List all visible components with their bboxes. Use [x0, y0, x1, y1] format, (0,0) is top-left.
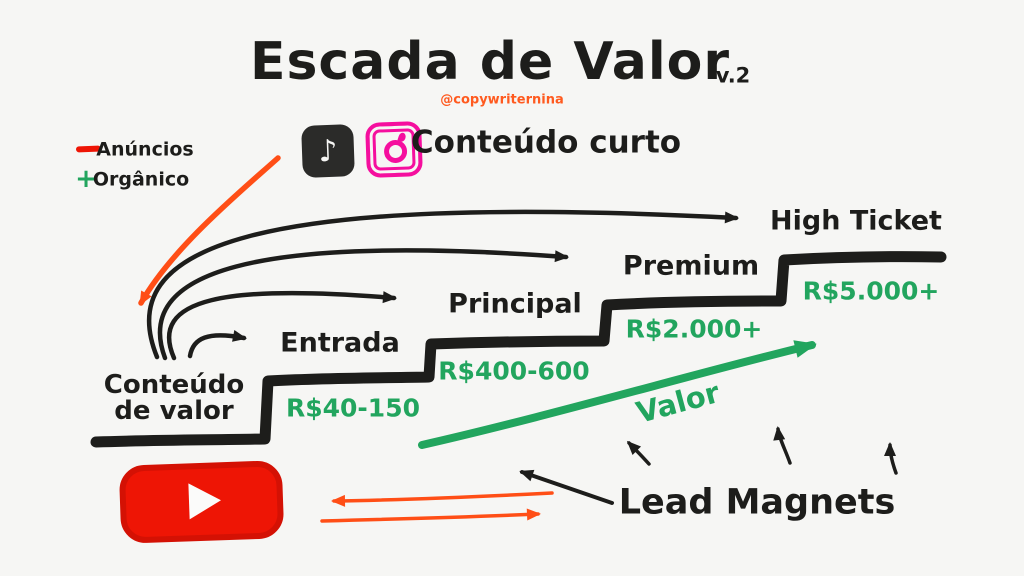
- orange-arrow-right: [320, 508, 541, 523]
- value-arrow: [418, 340, 817, 449]
- step-price-principal: R$400-600: [438, 356, 590, 386]
- step-label-high-ticket: High Ticket: [770, 205, 942, 237]
- step-price-high-ticket: R$5.000+: [802, 276, 940, 306]
- instagram-lens-icon: [383, 139, 408, 164]
- arrow-to-entrada: [187, 330, 247, 359]
- youtube-icon: [119, 460, 284, 543]
- base-step-label-line2: de valor: [114, 396, 234, 426]
- arrow-to-premium: [157, 248, 569, 361]
- base-step-label-line1: Conteúdo: [103, 370, 245, 400]
- ads-arrow: [138, 155, 281, 306]
- organic-plus-icon: +: [75, 164, 97, 194]
- small-up-arrow-1: [626, 440, 651, 466]
- page-title: Escada de Valor: [249, 32, 731, 92]
- arrow-to-high-ticket: [146, 209, 739, 360]
- staircase-path: [90, 251, 947, 448]
- step-price-premium: R$2.000+: [625, 314, 763, 344]
- step-label-principal: Principal: [448, 288, 582, 320]
- instagram-dot-icon: [397, 131, 407, 143]
- short-content-label: Conteúdo curto: [410, 124, 682, 161]
- small-up-arrow-2: [773, 426, 792, 465]
- tiktok-icon: ♪: [301, 124, 355, 178]
- orange-arrow-left: [331, 491, 554, 507]
- lead-magnets-arrow: [519, 469, 614, 505]
- step-label-entrada: Entrada: [280, 327, 400, 359]
- legend-ads-label: Anúncios: [96, 138, 194, 161]
- lead-magnets-label: Lead Magnets: [618, 482, 896, 523]
- step-price-entrada: R$40-150: [286, 393, 420, 423]
- arrow-to-principal: [166, 290, 397, 361]
- small-up-arrow-3: [884, 442, 898, 475]
- author-handle: @copywriternina: [440, 92, 564, 108]
- step-label-premium: Premium: [622, 250, 760, 282]
- title-version: v.2: [715, 63, 751, 88]
- tiktok-note-glyph: ♪: [317, 133, 339, 169]
- legend-organic-label: Orgânico: [92, 168, 190, 191]
